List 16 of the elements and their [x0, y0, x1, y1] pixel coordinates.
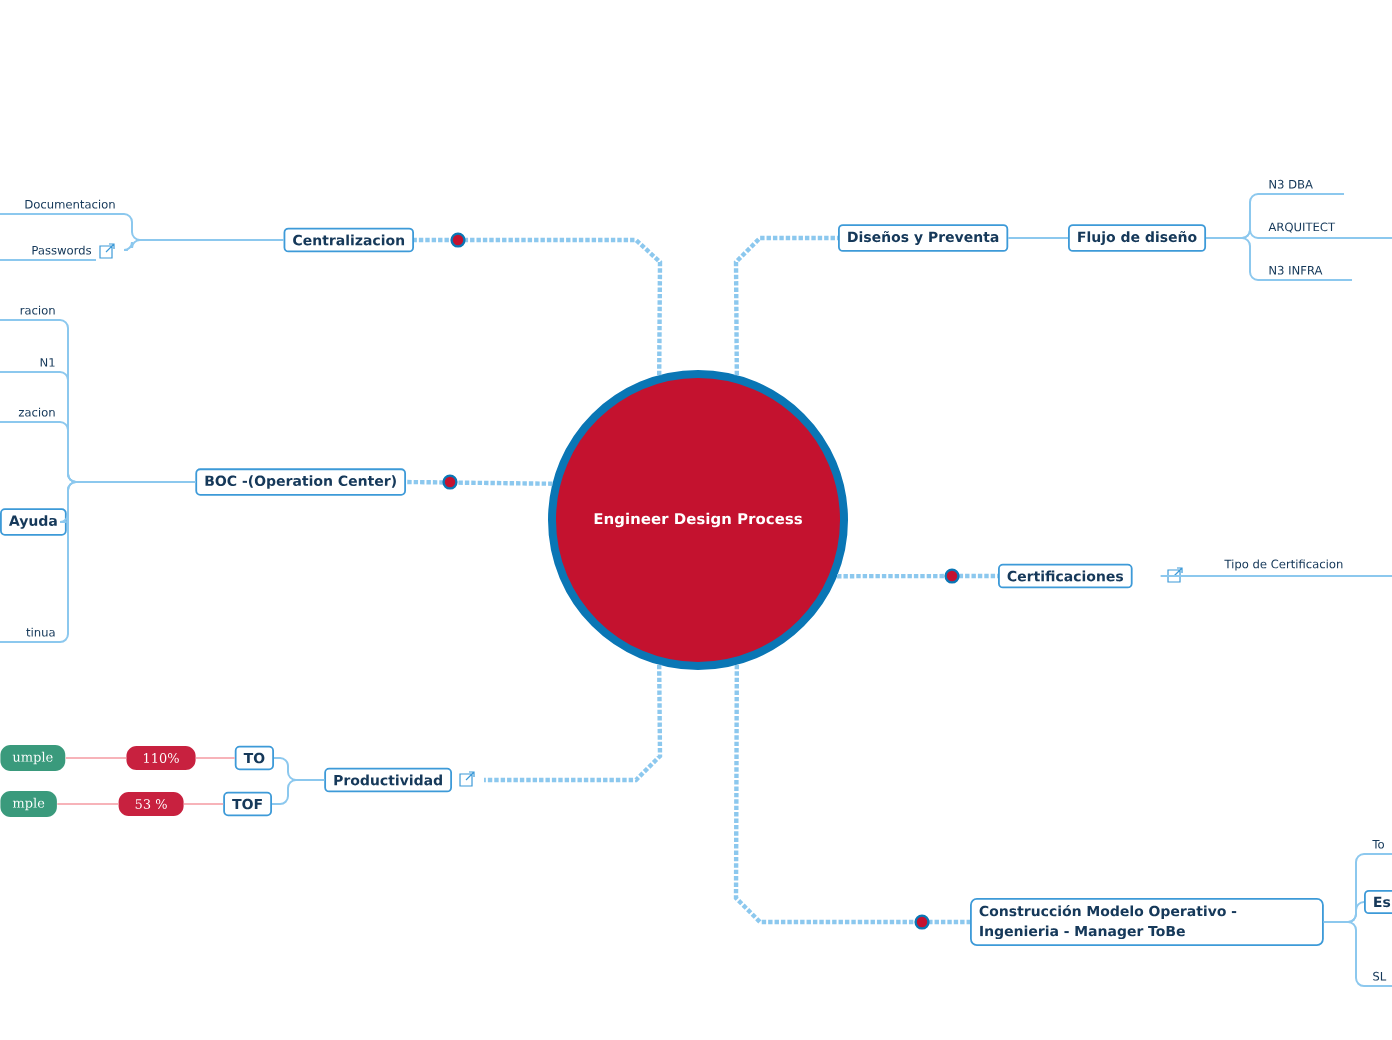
branch-line	[1205, 237, 1265, 281]
branch-line	[1007, 237, 1069, 239]
branch-connector	[837, 568, 998, 584]
branch-line	[195, 757, 236, 759]
branch-connector	[406, 474, 553, 490]
branch-line	[123, 239, 285, 252]
branch-line	[271, 779, 326, 805]
branch-line	[1159, 575, 1221, 577]
branch-connector	[733, 235, 838, 376]
branch-line	[64, 757, 128, 759]
branch-connector	[733, 664, 970, 930]
branch-line	[183, 803, 225, 805]
branch-line	[59, 481, 197, 643]
branch-line	[56, 803, 120, 805]
branch-connector	[414, 232, 663, 376]
branch-connector	[484, 664, 663, 783]
